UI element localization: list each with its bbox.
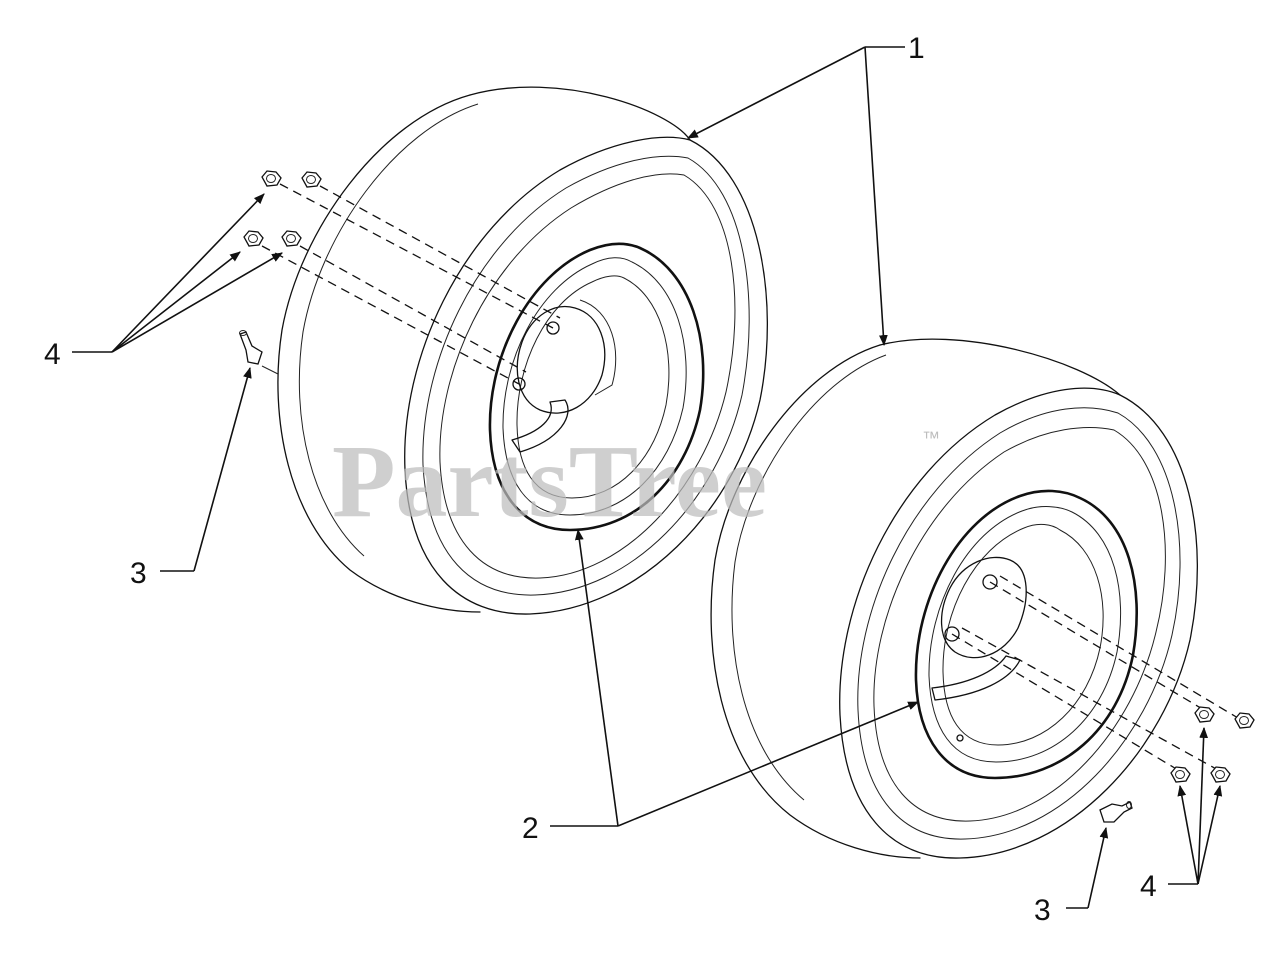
leader-3-left-arrow [193, 366, 252, 572]
right-tire-back-edge [710, 344, 921, 859]
left-rim-outer [488, 242, 705, 532]
callout-3-left: 3 [130, 557, 147, 590]
callout-1: 1 [908, 32, 925, 65]
leader-2-arrow-b [617, 701, 920, 827]
left-tire-back-edge [277, 94, 481, 613]
lug-nut-icon [261, 170, 282, 187]
right-lug-hole-2 [944, 626, 960, 642]
left-stud-line-4 [299, 245, 527, 373]
callout-3-right: 3 [1034, 894, 1051, 927]
left-lug-nuts [243, 170, 322, 247]
left-stud-line-1 [279, 183, 554, 329]
left-rim-ring-2 [516, 275, 670, 499]
lug-nut-icon [1194, 706, 1215, 723]
leader-4-right-arrow-a [1197, 726, 1209, 885]
leader-lines [72, 46, 1223, 909]
callout-2: 2 [522, 812, 539, 845]
right-rim-ring-1 [928, 506, 1122, 763]
left-wheel [261, 86, 768, 615]
right-stud-line-1 [989, 581, 1205, 711]
right-stud-line-4 [961, 627, 1219, 771]
leader-2-arrow-a [574, 528, 619, 827]
leader-1-arrow-b [864, 46, 888, 347]
left-tire-sidewall-ring [422, 155, 750, 596]
right-hub-slot [931, 655, 1021, 701]
left-tire-tread-top [469, 86, 691, 141]
leader-4-right-arrow-b [1177, 784, 1199, 885]
left-tire-front-outer [404, 136, 768, 615]
leader-4-left-arrow-a [111, 193, 265, 353]
callout-4-left: 4 [44, 338, 61, 371]
right-lug-hole-1 [982, 574, 998, 590]
lug-nut-icon [1234, 712, 1255, 729]
left-stud-line-3 [261, 245, 520, 385]
right-hub [940, 556, 1027, 659]
left-hub-flange [579, 299, 617, 396]
callout-4-right: 4 [1140, 870, 1157, 903]
right-tire-back-inner [731, 354, 887, 801]
left-lug-hole-1 [546, 321, 560, 335]
right-tire-sidewall-ring [857, 407, 1181, 840]
right-stud-line-3 [951, 633, 1179, 771]
lug-nut-icon [1210, 766, 1231, 783]
right-wheel [710, 338, 1198, 859]
right-stud-line-2 [999, 575, 1239, 719]
left-lug-hole-2 [512, 377, 526, 391]
left-tire-back-inner [298, 103, 479, 557]
right-rim-ring-2 [942, 523, 1104, 746]
lug-nut-icon [301, 171, 322, 188]
left-stud-lines [261, 183, 561, 385]
left-hub [516, 306, 606, 414]
leader-4-left-arrow-c [111, 252, 283, 353]
callout-labels: 1 4 3 2 3 4 [44, 32, 1157, 927]
watermark-trademark: ™ [922, 428, 940, 448]
lug-nut-icon [1170, 766, 1191, 783]
left-rim-ring-1 [502, 257, 687, 516]
right-stud-lines [951, 575, 1239, 771]
left-tire-sidewall-ring-2 [439, 173, 736, 579]
right-tire-tread-top [879, 338, 1121, 396]
valve-stem-left-icon [239, 330, 263, 365]
watermark-brand: PartsTree [332, 424, 767, 539]
watermark: PartsTree ™ [332, 424, 940, 539]
leader-4-right-arrow-c [1197, 784, 1223, 885]
right-tire-sidewall-ring-2 [873, 427, 1166, 822]
right-lug-nuts [1170, 706, 1255, 783]
right-tire-front-outer [839, 387, 1198, 859]
lug-nut-icon [243, 230, 264, 247]
left-hub-slot [511, 399, 569, 453]
right-rim-outer [914, 489, 1138, 780]
left-valve-stem-line [261, 365, 279, 375]
leader-1-arrow-a [687, 46, 866, 139]
valve-stem-right-icon [1099, 801, 1133, 823]
lug-nut-icon [281, 230, 302, 247]
leader-3-right-arrow [1087, 826, 1109, 909]
right-valve-hole [956, 734, 964, 742]
left-stud-line-2 [319, 185, 561, 319]
leader-4-left-arrow-b [111, 251, 241, 353]
